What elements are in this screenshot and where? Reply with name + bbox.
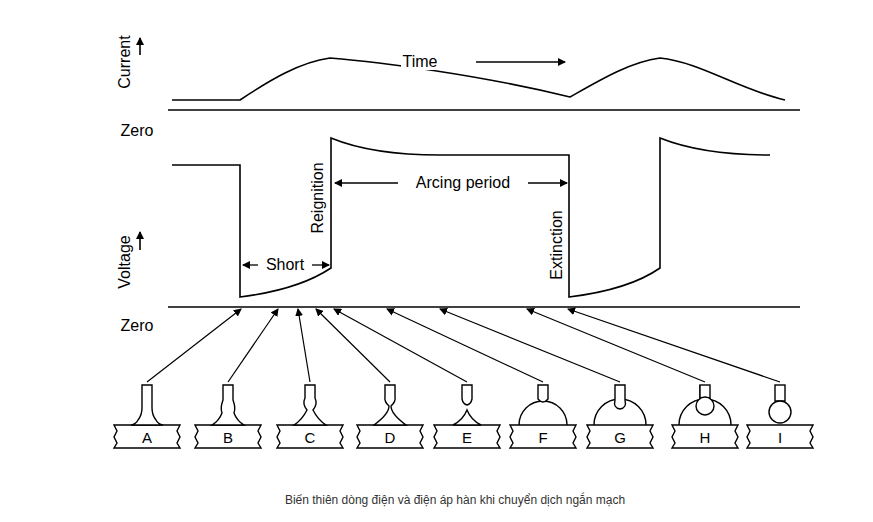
workpiece <box>114 425 180 448</box>
zero-label: Zero <box>121 318 154 334</box>
workpiece <box>195 425 261 448</box>
zero-label: Zero <box>121 123 154 139</box>
dimension-arrows <box>528 182 567 183</box>
transfer-sketches <box>374 385 406 425</box>
transfer-sketches <box>212 385 244 425</box>
stage-letter: B <box>223 430 233 445</box>
transfer-sketches <box>700 385 710 398</box>
transfer-sketches <box>769 401 791 423</box>
dimension-arrows <box>243 264 258 265</box>
interval-label: Short <box>264 257 306 273</box>
workpiece <box>747 425 813 448</box>
workpiece <box>434 425 500 448</box>
transfer-sketches <box>538 385 548 402</box>
dimension-arrows <box>335 182 398 183</box>
stage-letter: F <box>538 430 547 445</box>
workpiece <box>587 425 653 448</box>
transfer-sketches <box>462 385 472 405</box>
stage-letter: I <box>778 430 782 445</box>
transfer-sketches <box>519 401 567 425</box>
axes <box>139 232 141 250</box>
leader-lines <box>228 309 278 382</box>
leader-lines <box>147 309 241 382</box>
axes <box>476 61 565 62</box>
transfer-sketches <box>294 385 326 425</box>
workpiece <box>672 425 738 448</box>
current-curve <box>172 58 785 100</box>
stage-letter: G <box>614 430 626 445</box>
transfer-sketches <box>374 385 406 425</box>
transfer-sketches <box>775 385 785 401</box>
leader-lines <box>440 309 620 382</box>
leader-lines <box>298 309 310 382</box>
voltage-curve <box>172 138 770 297</box>
time-label: Time <box>401 54 440 70</box>
dimension-arrows <box>243 183 567 265</box>
axes <box>168 109 800 111</box>
transfer-sketches <box>453 385 481 425</box>
workpiece <box>357 425 423 448</box>
figure-caption: Biến thiên dòng điện và điện áp hàn khi … <box>285 494 625 506</box>
axes <box>139 38 141 55</box>
leader-lines <box>527 309 705 382</box>
transfer-sketches <box>679 385 731 425</box>
interval-label: Arcing period <box>414 175 512 191</box>
transfer-sketches <box>519 385 567 425</box>
stage-letter: E <box>462 430 472 445</box>
transfer-sketches <box>212 385 244 425</box>
transfer-sketches <box>131 385 163 425</box>
stage-letter: H <box>700 430 711 445</box>
transfer-sketches <box>615 385 626 409</box>
transfer-sketches <box>114 385 813 448</box>
dimension-arrows <box>312 264 329 265</box>
event-label: Extinction <box>549 208 565 281</box>
leader-lines <box>147 309 780 382</box>
transfer-sketches <box>294 385 326 425</box>
axis-label: Voltage <box>117 235 133 288</box>
stage-letter: C <box>305 430 316 445</box>
stage-letter: A <box>142 430 152 445</box>
event-label: Reignition <box>310 160 326 235</box>
axis-label: Current <box>117 35 133 88</box>
axes <box>140 38 800 307</box>
leader-lines <box>334 309 467 382</box>
leader-lines <box>568 309 780 382</box>
transfer-sketches <box>453 410 481 425</box>
transfer-sketches <box>594 385 646 425</box>
workpiece <box>510 425 576 448</box>
workpiece <box>277 425 343 448</box>
transfer-sketches <box>131 385 163 425</box>
stage-letter: D <box>385 430 396 445</box>
axes <box>168 306 800 308</box>
transfer-sketches <box>769 385 791 423</box>
transfer-sketches <box>696 397 714 415</box>
leader-lines <box>387 309 543 382</box>
